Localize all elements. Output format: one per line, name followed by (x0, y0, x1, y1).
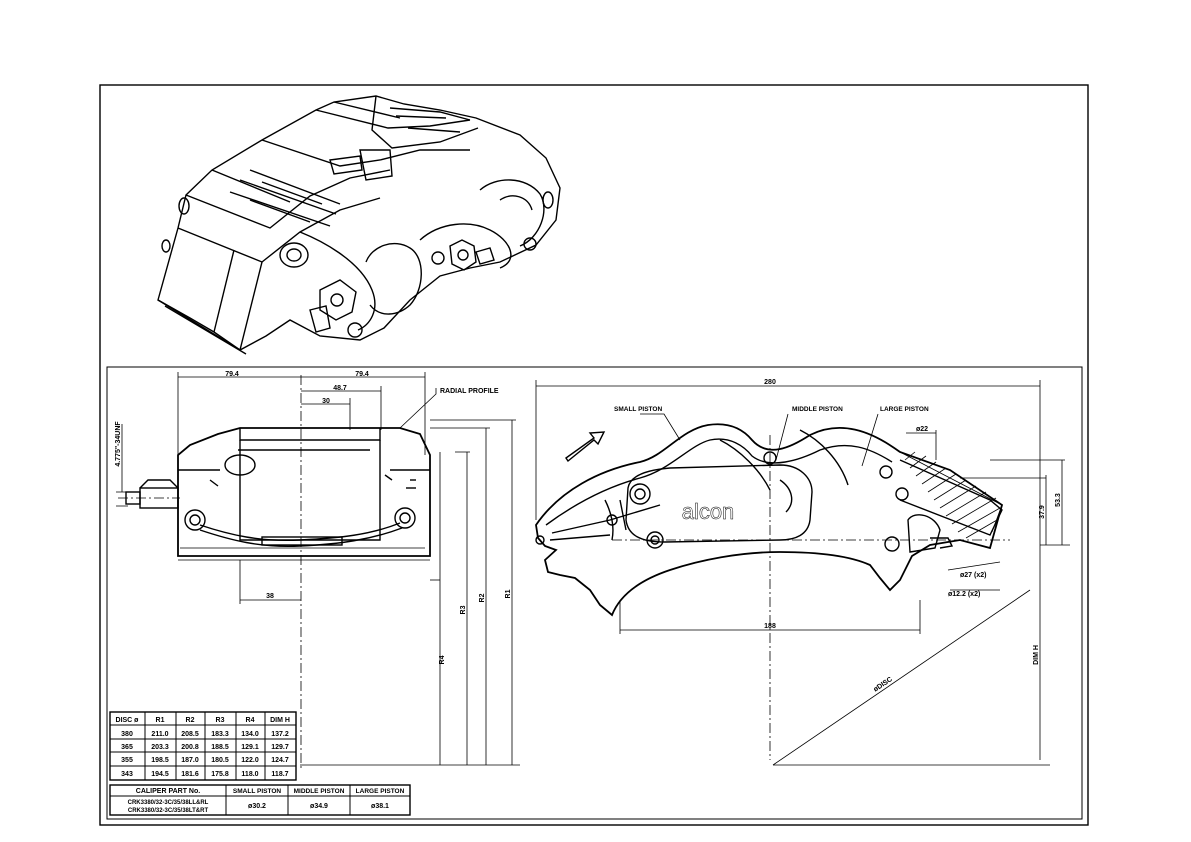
disc-cell: 129.7 (271, 744, 289, 751)
disc-cell: 211.0 (151, 731, 168, 738)
front-view-caliper (118, 375, 431, 770)
disc-cell: 118.0 (241, 771, 258, 778)
dim-188: 188 (764, 623, 776, 630)
front-view-dimensions (116, 372, 520, 766)
piston-header-1: SMALL PISTON (233, 788, 281, 795)
disc-cell: 118.7 (271, 771, 288, 778)
disc-cell: 124.7 (271, 757, 289, 764)
label-middle-piston: MIDDLE PISTON (792, 406, 843, 413)
dim-hole27: ø27 (x2) (960, 572, 986, 579)
dim-37-9: 37.9 (1039, 505, 1046, 519)
dim-r4: R4 (439, 655, 446, 664)
part-number-left: CRK3380/32-3C/35/38LL&RL (128, 800, 209, 806)
piston-table-text: CALIPER PART No. SMALL PISTON MIDDLE PIS… (128, 788, 405, 814)
disc-cell: 188.5 (211, 744, 229, 751)
label-large-piston: LARGE PISTON (880, 406, 929, 413)
disc-cell: 343 (121, 771, 133, 778)
disc-cell: 365 (121, 744, 133, 751)
dim-53-3: 53.3 (1055, 493, 1062, 507)
disc-cell: 208.5 (181, 731, 199, 738)
label-thread: 4.775"-34UNF (115, 421, 122, 467)
disc-cell: 200.8 (181, 744, 199, 751)
isometric-caliper (157, 95, 561, 355)
label-radial-profile: RADIAL PROFILE (440, 388, 499, 395)
brand-logo: alcon (682, 499, 735, 524)
disc-header-0: DISC ø (116, 717, 140, 724)
dim-r2: R2 (479, 593, 486, 602)
lower-frame (106, 366, 1083, 820)
piston-table (109, 784, 411, 816)
disc-cell: 181.6 (181, 771, 199, 778)
disc-cell: 175.8 (211, 771, 229, 778)
piston-header-3: LARGE PISTON (356, 788, 405, 795)
dim-280: 280 (764, 379, 776, 386)
direction-arrow-icon (565, 431, 606, 463)
disc-header-3: R3 (216, 717, 225, 724)
dim-hole12: ø12.2 (x2) (948, 591, 980, 598)
piston-header-2: MIDDLE PISTON (294, 788, 345, 795)
dim-r1: R1 (505, 589, 512, 598)
dim-front-left: 79.4 (225, 371, 239, 378)
disc-table-text: DISC ø R1 R2 R3 R4 DIM H 380 211.0 208.5… (116, 717, 290, 778)
disc-cell: 198.5 (151, 757, 169, 764)
disc-cell: 137.2 (271, 731, 289, 738)
disc-cell: 134.0 (241, 731, 259, 738)
disc-header-1: R1 (156, 717, 165, 724)
label-small-piston: SMALL PISTON (614, 406, 662, 413)
disc-header-4: R4 (246, 717, 255, 724)
dim-d22: ø22 (916, 426, 928, 433)
dim-30: 30 (322, 398, 330, 405)
disc-cell: 355 (121, 757, 133, 764)
disc-header-5: DIM H (270, 717, 290, 724)
dim-r3: R3 (460, 605, 467, 614)
outer-border (99, 84, 1089, 826)
disc-cell: 122.0 (241, 757, 259, 764)
disc-cell: 194.5 (151, 771, 169, 778)
disc-table (109, 711, 297, 781)
disc-cell: 203.3 (151, 744, 169, 751)
small-piston-value: ø30.2 (248, 803, 266, 810)
dim-38: 38 (266, 593, 274, 600)
part-number-right: CRK3380/32-3C/35/38LT&RT (128, 808, 209, 814)
piston-header-0: CALIPER PART No. (136, 788, 200, 795)
disc-cell: 187.0 (181, 757, 199, 764)
disc-cell: 380 (121, 731, 133, 738)
disc-header-2: R2 (186, 717, 195, 724)
disc-cell: 129.1 (241, 744, 259, 751)
dim-front-right: 79.4 (355, 371, 369, 378)
middle-piston-value: ø34.9 (310, 803, 328, 810)
large-piston-value: ø38.1 (371, 803, 389, 810)
dim-h: DIM H (1033, 645, 1040, 665)
side-view-dimensions (535, 380, 1070, 766)
disc-cell: 183.3 (211, 731, 229, 738)
side-view-caliper: alcon (535, 423, 1004, 617)
disc-cell: 180.5 (211, 757, 229, 764)
dim-48-7: 48.7 (333, 385, 347, 392)
